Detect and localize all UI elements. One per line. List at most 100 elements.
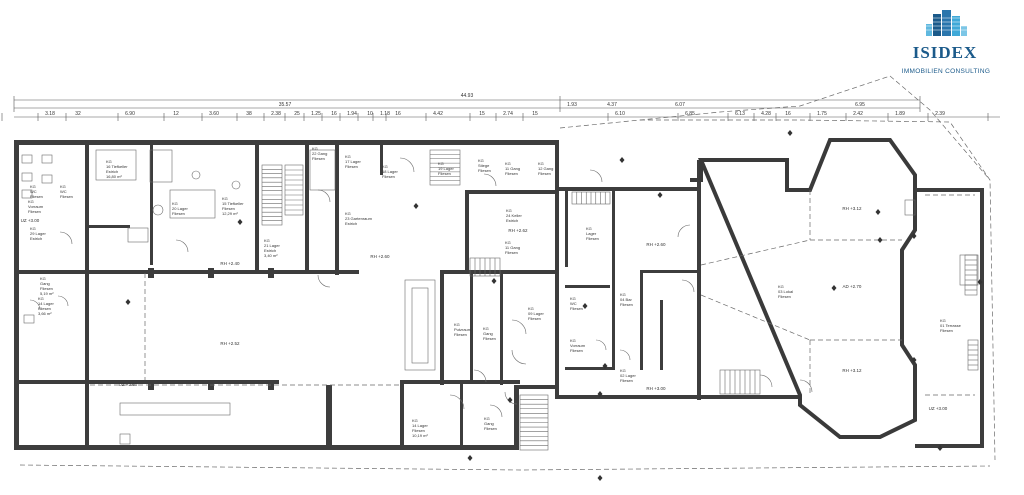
room-name: KG — [222, 196, 228, 201]
elevation-marker-icon — [597, 475, 603, 481]
room-name: KG — [412, 418, 418, 423]
room-line2: 21 Lager — [264, 243, 280, 248]
room-name: KG — [478, 158, 484, 163]
room-line3: Fliesen — [483, 336, 496, 341]
room-name: KG — [570, 338, 576, 343]
elevation-marker-icon — [507, 397, 513, 403]
level-label: RH +3.12 — [842, 368, 862, 373]
room-line3: Estrich — [506, 218, 518, 223]
dimension-label: 6.85 — [685, 111, 695, 117]
company-logo: ISIDEX IMMOBILIEN CONSULTING — [902, 10, 991, 75]
room-line3: Fliesen — [778, 294, 791, 299]
dimension-label: 6.95 — [855, 102, 865, 108]
room-line3: Fliesen — [312, 156, 325, 161]
counter — [119, 402, 231, 416]
building-logo-icon — [924, 10, 970, 36]
room-line2: WC — [60, 189, 67, 194]
room-line2: 03 Lokal — [778, 289, 793, 294]
room-name: KG — [778, 284, 784, 289]
elevation-markers — [125, 130, 983, 481]
room-line3: Fliesen — [382, 174, 395, 179]
room-line2: 16 Tiefkeller — [106, 164, 128, 169]
room-area: 16,80 m² — [106, 174, 122, 179]
room-line3: Fliesen — [538, 171, 551, 176]
dimension-label: 16 — [395, 111, 401, 117]
room-line3: Fliesen — [38, 306, 51, 311]
room-name: KG — [38, 296, 44, 301]
room-name: KG — [940, 318, 946, 323]
room-line2: 11 Gang — [505, 245, 520, 250]
level-label: RH +3.12 — [842, 206, 862, 211]
room-name: KG — [484, 416, 490, 421]
room-line2: 24 Keller — [506, 213, 522, 218]
dimension-label: 3.60 — [209, 111, 219, 117]
room-name: KG — [40, 276, 46, 281]
room-name: KG — [264, 238, 270, 243]
elevation-marker-icon — [619, 157, 625, 163]
elevation-marker-icon — [875, 209, 881, 215]
level-label: RH +2.62 — [508, 228, 528, 233]
elevation-marker-icon — [937, 445, 943, 451]
logo-tagline: IMMOBILIEN CONSULTING — [902, 68, 991, 75]
dimension-label: 1.93 — [567, 102, 577, 108]
stair-run — [571, 191, 611, 205]
room-line3: Fliesen — [412, 428, 425, 433]
elevation-marker-icon — [467, 455, 473, 461]
elevation-marker-icon — [602, 363, 608, 369]
dimension-label: 10 — [367, 111, 373, 117]
dimension-label: 15 — [479, 111, 485, 117]
room-line3: Fliesen — [438, 171, 451, 176]
room-line2: WC — [570, 301, 577, 306]
room-name: KG — [586, 226, 592, 231]
room-line2: 02 Lager — [620, 373, 636, 378]
stair-run — [719, 369, 761, 395]
room-name: KG — [345, 211, 351, 216]
level-label: RH +2.60 — [370, 254, 390, 259]
room-line3: Fliesen — [222, 206, 235, 211]
level-label: UZ +3.00 — [929, 406, 948, 411]
level-label: RH +2.60 — [646, 242, 666, 247]
room-line2: Vorraum — [28, 204, 44, 209]
site-boundary — [19, 75, 996, 471]
stair-run — [964, 254, 978, 296]
room-name: KG — [28, 199, 34, 204]
room-line3: Fliesen — [28, 209, 41, 214]
room-line2: 19 Lager — [438, 166, 454, 171]
dimension-label: 4.28 — [761, 111, 771, 117]
room-name: KG — [382, 164, 388, 169]
room-line2: WC — [30, 189, 37, 194]
room-line2: 04 Bar — [620, 297, 632, 302]
room-line2: 29 Lager — [30, 231, 46, 236]
dimension-label: 4.42 — [433, 111, 443, 117]
room-line3: Fliesen — [528, 316, 541, 321]
room-line3: Estrich — [264, 248, 276, 253]
dimension-label: 16 — [331, 111, 337, 117]
room-line2: Gang — [40, 281, 50, 286]
room-line3: Fliesen — [570, 306, 583, 311]
room-line2: 18 Lager — [382, 169, 398, 174]
room-name: KG — [454, 322, 460, 327]
room-name: KG — [620, 292, 626, 297]
room-line2: 14 Lager — [412, 423, 428, 428]
room-name: KG — [172, 201, 178, 206]
room-line3: Estrich — [106, 169, 118, 174]
room-line3: Fliesen — [30, 194, 43, 199]
